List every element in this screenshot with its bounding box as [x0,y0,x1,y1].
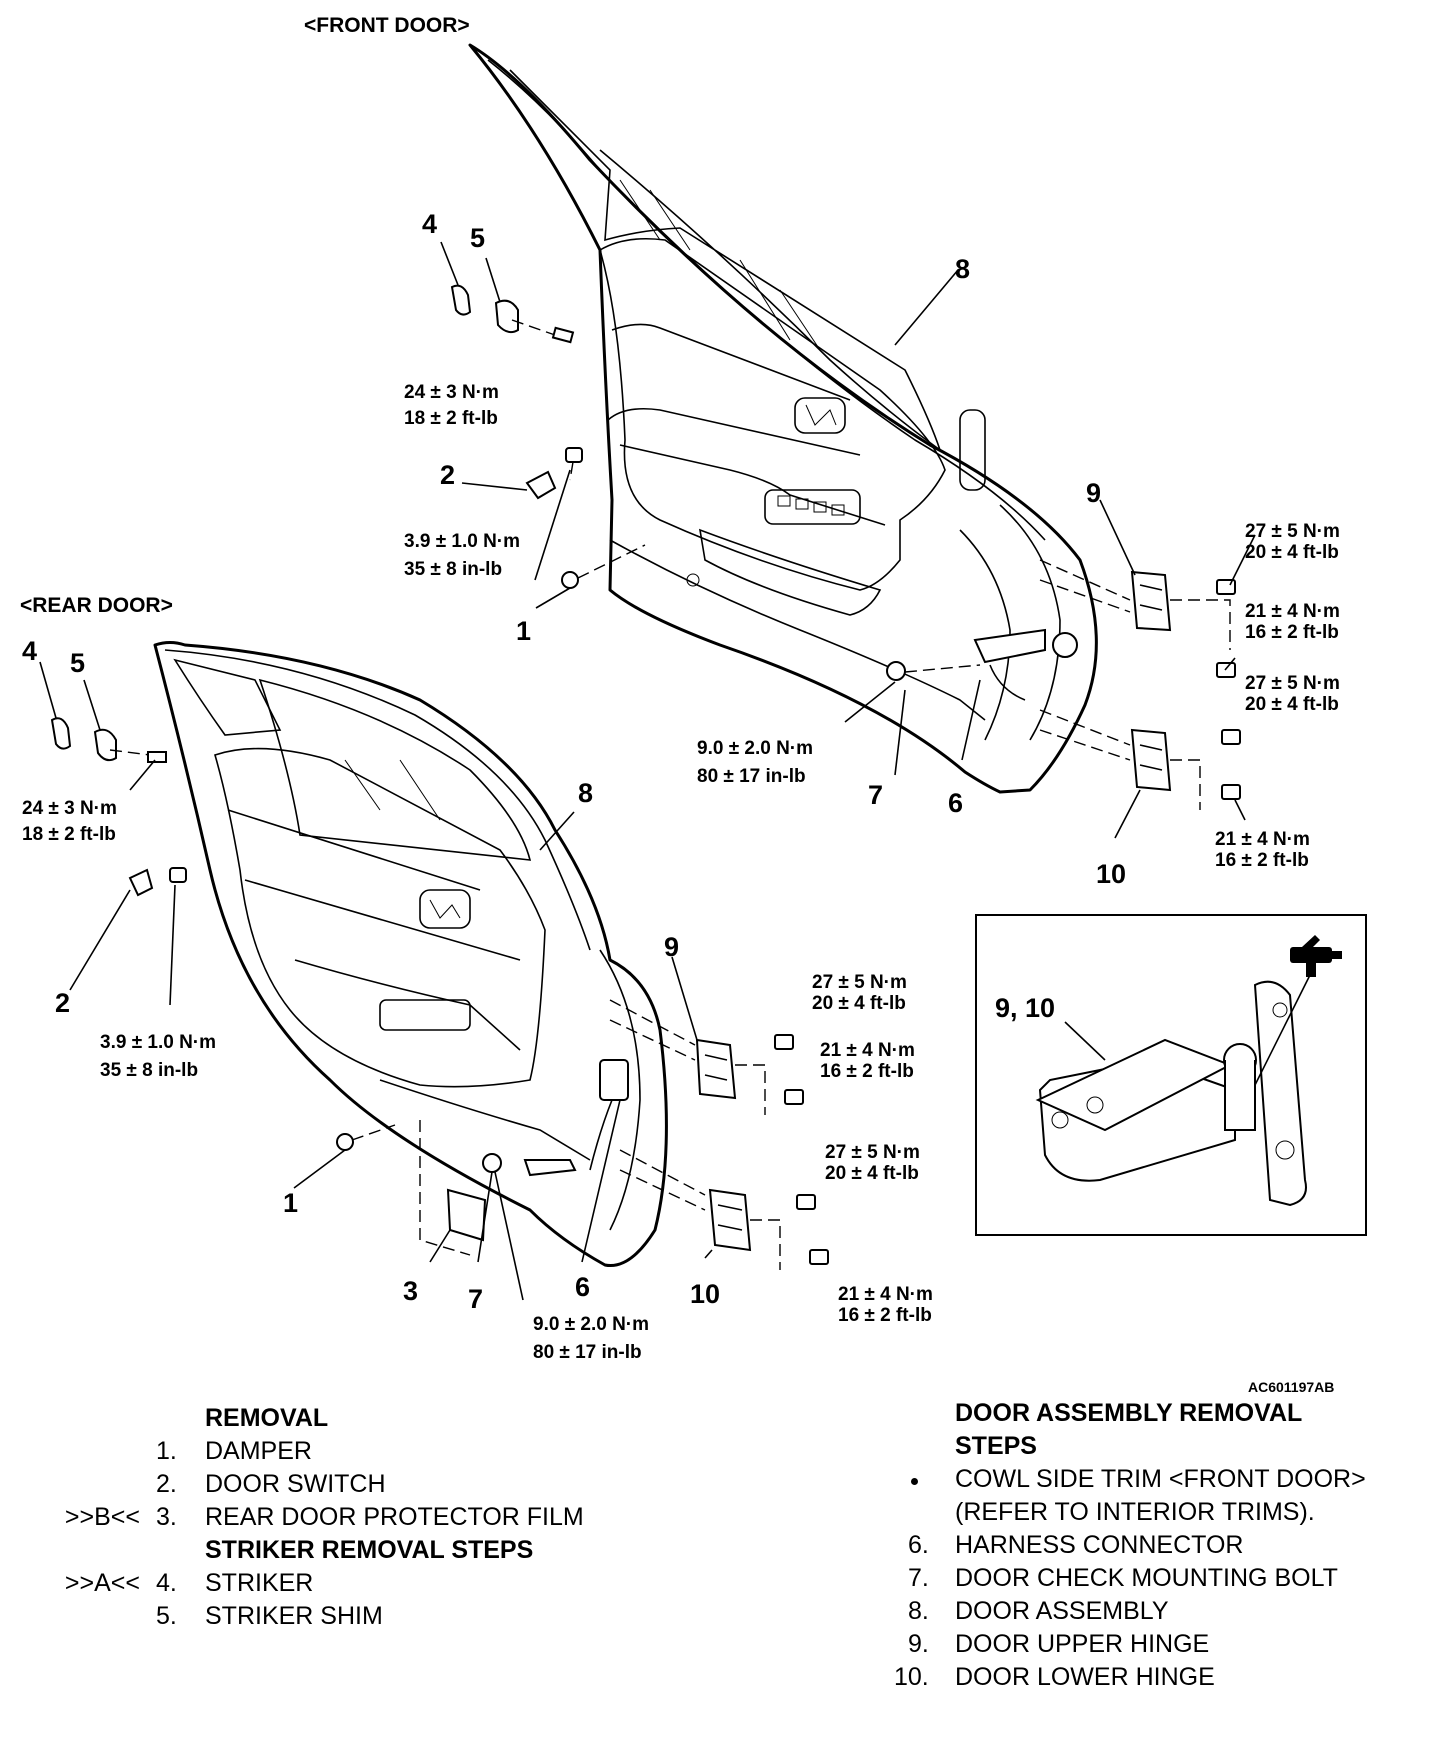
list-item: 1. DAMPER [156,1437,312,1465]
list-item: 10. DOOR LOWER HINGE [894,1663,1215,1691]
rear-door-drawing [153,641,668,1268]
front-lower-hinge-torque2-nm: 21 ± 4 N·m [1215,829,1310,850]
removal-heading: REMOVAL [205,1404,329,1432]
front-striker-torque-nm: 24 ± 3 N·m [404,382,499,403]
front-callout-9: 9 [1086,478,1101,508]
rear-switch-torque-inlb: 35 ± 8 in-lb [100,1060,198,1081]
list-item-bullet: COWL SIDE TRIM <FRONT DOOR> [900,1463,1420,1496]
list-item: >>A<< 4. STRIKER [64,1569,314,1597]
list-item: 5. STRIKER SHIM [156,1602,383,1630]
front-lower-hinge-torque-nm: 27 ± 5 N·m [1245,673,1340,694]
rear-lower-hinge-torque-ftlb: 20 ± 4 ft-lb [825,1163,919,1184]
inset-callout-9-10: 9, 10 [995,993,1055,1023]
hinge-detail-inset [975,914,1367,1236]
rear-callout-10: 10 [690,1279,720,1309]
rear-striker-torque-ftlb: 18 ± 2 ft-lb [22,824,116,845]
front-callout-4: 4 [422,209,437,239]
removal-list: REMOVAL 1. DAMPER 2. DOOR SWITCH >>B<< 3… [40,1402,660,1633]
rear-hinges [609,999,829,1270]
rear-check-torque-nm: 9.0 ± 2.0 N·m [533,1314,649,1335]
list-item: 7. DOOR CHECK MOUNTING BOLT [908,1564,1338,1592]
rear-striker-torque-nm: 24 ± 3 N·m [22,798,117,819]
bullet-icon [911,1478,918,1485]
leader-lines [39,241,1256,1301]
list-item: 9. DOOR UPPER HINGE [908,1630,1210,1658]
rear-callout-7: 7 [468,1284,483,1314]
striker-heading: STRIKER REMOVAL STEPS [205,1536,534,1564]
front-upper-hinge-torque-ftlb: 20 ± 4 ft-lb [1245,542,1339,563]
front-door-header: <FRONT DOOR> [304,14,470,37]
front-striker-torque-ftlb: 18 ± 2 ft-lb [404,408,498,429]
front-callout-10: 10 [1096,859,1126,889]
grease-icon [1290,935,1342,977]
rear-callout-9: 9 [664,932,679,962]
front-upper-hinge-torque2-ftlb: 16 ± 2 ft-lb [1245,622,1339,643]
front-callout-5: 5 [470,223,485,253]
front-lower-hinge-torque2-ftlb: 16 ± 2 ft-lb [1215,850,1309,871]
front-callout-7: 7 [868,780,883,810]
list-item: 8. DOOR ASSEMBLY [908,1597,1169,1625]
rear-upper-hinge-torque2-nm: 21 ± 4 N·m [820,1040,915,1061]
front-callout-2: 2 [440,460,455,490]
rear-callout-5: 5 [70,648,85,678]
door-assembly-heading-1: DOOR ASSEMBLY REMOVAL [955,1399,1303,1427]
front-upper-hinge-torque-nm: 27 ± 5 N·m [1245,521,1340,542]
front-hinges [1039,559,1241,810]
front-lower-hinge-torque-ftlb: 20 ± 4 ft-lb [1245,694,1339,715]
striker-heading-row: STRIKER REMOVAL STEPS [40,1534,660,1567]
front-check-torque-inlb: 80 ± 17 in-lb [697,766,806,787]
rear-switch-torque-nm: 3.9 ± 1.0 N·m [100,1032,216,1053]
rear-callout-2: 2 [55,988,70,1018]
figure-code: AC601197AB [1248,1379,1334,1395]
front-callout-6: 6 [948,788,963,818]
rear-callout-4: 4 [22,636,37,666]
front-upper-hinge-torque2-nm: 21 ± 4 N·m [1245,601,1340,622]
rear-lower-hinge-torque2-ftlb: 16 ± 2 ft-lb [838,1305,932,1326]
front-switch-torque-nm: 3.9 ± 1.0 N·m [404,531,520,552]
front-callout-1: 1 [516,616,531,646]
rear-upper-hinge-torque-nm: 27 ± 5 N·m [812,972,907,993]
rear-lower-hinge-torque-nm: 27 ± 5 N·m [825,1142,920,1163]
front-callout-8: 8 [955,254,970,284]
rear-lower-hinge-torque2-nm: 21 ± 4 N·m [838,1284,933,1305]
list-item-bullet-cont: (REFER TO INTERIOR TRIMS). [955,1498,1315,1526]
rear-striker-parts [50,717,502,1173]
front-striker-parts [450,284,981,681]
door-assembly-list: DOOR ASSEMBLY REMOVAL STEPS COWL SIDE TR… [894,1397,1420,1694]
rear-upper-hinge-torque2-ftlb: 16 ± 2 ft-lb [820,1061,914,1082]
rear-check-torque-inlb: 80 ± 17 in-lb [533,1342,642,1363]
removal-heading-row: REMOVAL [40,1402,660,1435]
rear-callout-1: 1 [283,1188,298,1218]
rear-callout-8: 8 [578,778,593,808]
rear-upper-hinge-torque-ftlb: 20 ± 4 ft-lb [812,993,906,1014]
rear-door-header: <REAR DOOR> [20,594,173,617]
rear-callout-3: 3 [403,1276,418,1306]
front-door-drawing [468,43,1098,794]
rear-callout-6: 6 [575,1272,590,1302]
list-item: 2. DOOR SWITCH [156,1470,386,1498]
front-check-torque-nm: 9.0 ± 2.0 N·m [697,738,813,759]
list-item: >>B<< 3. REAR DOOR PROTECTOR FILM [64,1503,584,1531]
list-item: 6. HARNESS CONNECTOR [908,1531,1244,1559]
front-switch-torque-inlb: 35 ± 8 in-lb [404,559,502,580]
door-assembly-heading-2: STEPS [955,1432,1037,1460]
